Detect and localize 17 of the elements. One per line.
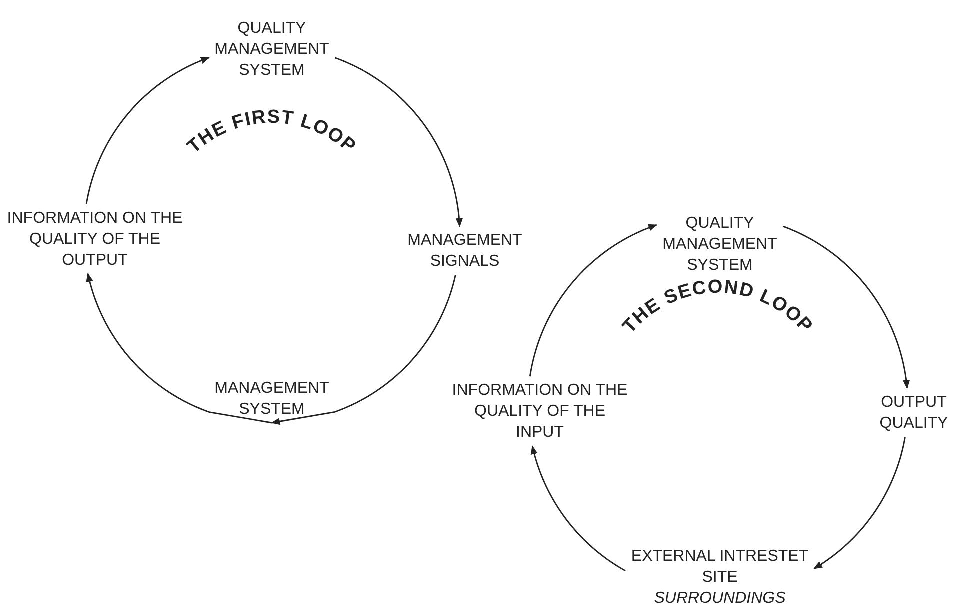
arrow [813,437,906,570]
arrow [271,275,456,426]
arrow [334,57,464,228]
arrow [86,272,272,424]
node-label: EXTERNAL INTRESTET SITE [630,546,810,588]
node-label: MANAGEMENT SYSTEM [214,379,330,420]
node-label: INFORMATION ON THE QUALITY OF THE INPUT [451,380,629,442]
node-label: MANAGEMENT SIGNALS [406,231,524,272]
node-label: QUALITY MANAGEMENT SYSTEM [662,214,778,276]
arrow [86,57,210,204]
arrow [530,445,626,572]
node-label: QUALITY MANAGEMENT SYSTEM [214,18,330,80]
arrow [529,224,658,377]
node-label: INFORMATION ON THE QUALITY OF THE OUTPUT [6,208,184,270]
arrow [782,226,910,390]
node-label: SURROUNDINGS [653,588,787,608]
node-label: OUTPUT QUALITY [878,393,950,434]
